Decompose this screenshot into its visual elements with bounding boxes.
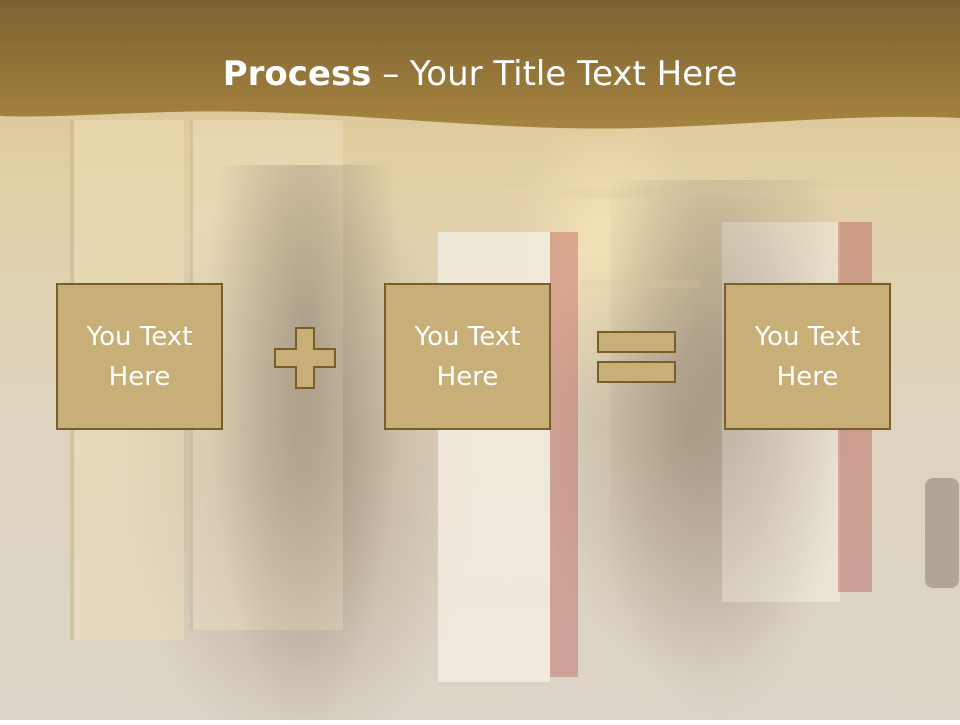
equals-icon <box>597 331 676 383</box>
display-shelf <box>505 188 925 198</box>
slide-title: Process – Your Title Text Here <box>0 54 960 94</box>
process-box-text: You Text Here <box>86 321 193 392</box>
title-banner <box>0 0 960 129</box>
process-box-2[interactable]: You Text Here <box>384 283 551 430</box>
display-shelf <box>580 280 700 288</box>
title-rest: – Your Title Text Here <box>371 54 738 94</box>
display-panel-edge <box>550 232 578 677</box>
vase <box>925 478 959 588</box>
process-box-1[interactable]: You Text Here <box>56 283 223 430</box>
plus-icon <box>274 327 336 389</box>
blurred-person <box>210 165 400 725</box>
process-box-text: You Text Here <box>414 321 521 392</box>
title-bold: Process <box>222 54 372 94</box>
blurred-person <box>610 180 850 720</box>
process-box-text: You Text Here <box>754 321 861 392</box>
process-box-3[interactable]: You Text Here <box>724 283 891 430</box>
